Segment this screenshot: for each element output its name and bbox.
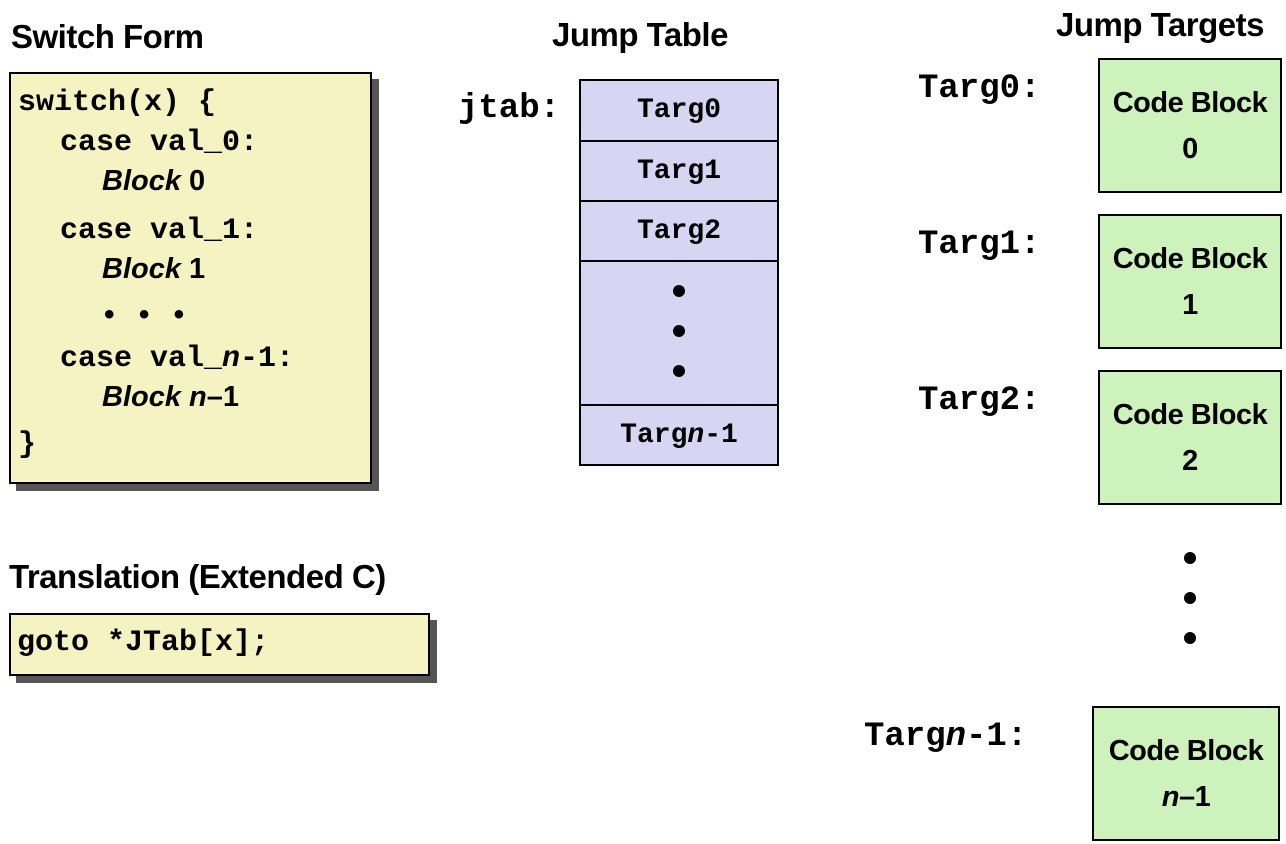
case-val-1-line: case val_1: bbox=[60, 214, 259, 248]
switch-line: switch(x) { bbox=[18, 86, 217, 120]
targn-prefix: Targ bbox=[864, 718, 946, 756]
jump-table-dot-3 bbox=[673, 365, 685, 377]
jump-table-entry-targ0: Targ0 bbox=[579, 79, 779, 142]
code-block-n: Code Block n–1 bbox=[1092, 706, 1280, 841]
translation-code: goto *JTab[x]; bbox=[17, 626, 270, 660]
block-n-var: n bbox=[180, 381, 207, 413]
code-block-n-suffix: –1 bbox=[1178, 780, 1211, 813]
code-block-1-title: Code Block bbox=[1112, 242, 1268, 275]
jump-table-dot-1 bbox=[673, 285, 685, 297]
block-n-word: Block bbox=[102, 381, 181, 413]
code-block-n-var: n bbox=[1161, 780, 1180, 813]
jump-table-heading: Jump Table bbox=[552, 16, 728, 53]
block-0-line: Block 0 bbox=[102, 166, 205, 196]
switch-close-brace: } bbox=[18, 428, 37, 462]
block-n-line: Block n–1 bbox=[102, 382, 239, 412]
code-block-1-num: 1 bbox=[1182, 288, 1198, 321]
jt-last-prefix: Targ bbox=[620, 419, 688, 451]
case-val-n-line: case val_n-1: bbox=[60, 344, 294, 374]
jump-table-entry-targ1: Targ1 bbox=[579, 140, 779, 202]
code-block-1: Code Block 1 bbox=[1098, 214, 1282, 349]
targn-suffix: -1: bbox=[966, 718, 1028, 756]
jump-table-ellipsis-cell bbox=[579, 260, 779, 406]
code-block-2-title: Code Block bbox=[1112, 398, 1268, 431]
jt-last-var: n bbox=[687, 419, 705, 451]
code-block-n-title: Code Block bbox=[1108, 734, 1264, 767]
case-n-var: n bbox=[222, 342, 241, 376]
targ2-label: Targ2: bbox=[918, 382, 1041, 420]
jt-last-suffix: -1 bbox=[704, 419, 738, 451]
code-block-0-num: 0 bbox=[1182, 132, 1198, 165]
code-block-n-num: n–1 bbox=[1161, 774, 1211, 820]
jtab-label: jtab: bbox=[458, 90, 561, 128]
jump-targets-dot-1 bbox=[1184, 552, 1196, 564]
block-n-suffix: –1 bbox=[206, 381, 240, 413]
code-block-2: Code Block 2 bbox=[1098, 370, 1282, 505]
case-n-prefix: case val_ bbox=[60, 342, 223, 376]
case-val-0-line: case val_0: bbox=[60, 126, 259, 160]
jump-targets-dot-2 bbox=[1184, 592, 1196, 604]
targ1-label: Targ1: bbox=[918, 226, 1041, 264]
code-block-0: Code Block 0 bbox=[1098, 58, 1282, 193]
jump-table-dot-2 bbox=[673, 325, 685, 337]
code-block-0-title: Code Block bbox=[1112, 86, 1268, 119]
targ0-label: Targ0: bbox=[918, 70, 1041, 108]
block-1-num: 1 bbox=[180, 253, 206, 285]
targn-var: n bbox=[945, 718, 967, 756]
block-0-word: Block bbox=[102, 165, 181, 197]
switch-form-heading: Switch Form bbox=[11, 18, 204, 55]
block-0-num: 0 bbox=[180, 165, 206, 197]
code-block-2-num: 2 bbox=[1182, 444, 1198, 477]
translation-heading: Translation (Extended C) bbox=[9, 558, 386, 595]
block-1-line: Block 1 bbox=[102, 254, 205, 284]
targn-label: Targn-1: bbox=[864, 720, 1027, 754]
case-n-suffix: -1: bbox=[240, 342, 295, 376]
jump-table-entry-targ2: Targ2 bbox=[579, 200, 779, 262]
translation-code-box: goto *JTab[x]; bbox=[9, 613, 430, 676]
block-1-word: Block bbox=[102, 253, 181, 285]
jump-targets-dot-3 bbox=[1184, 632, 1196, 644]
switch-form-code-box: switch(x) { case val_0: Block 0 case val… bbox=[9, 72, 372, 484]
jump-targets-heading: Jump Targets bbox=[1056, 6, 1264, 43]
switch-ellipsis: • • • bbox=[104, 298, 193, 331]
